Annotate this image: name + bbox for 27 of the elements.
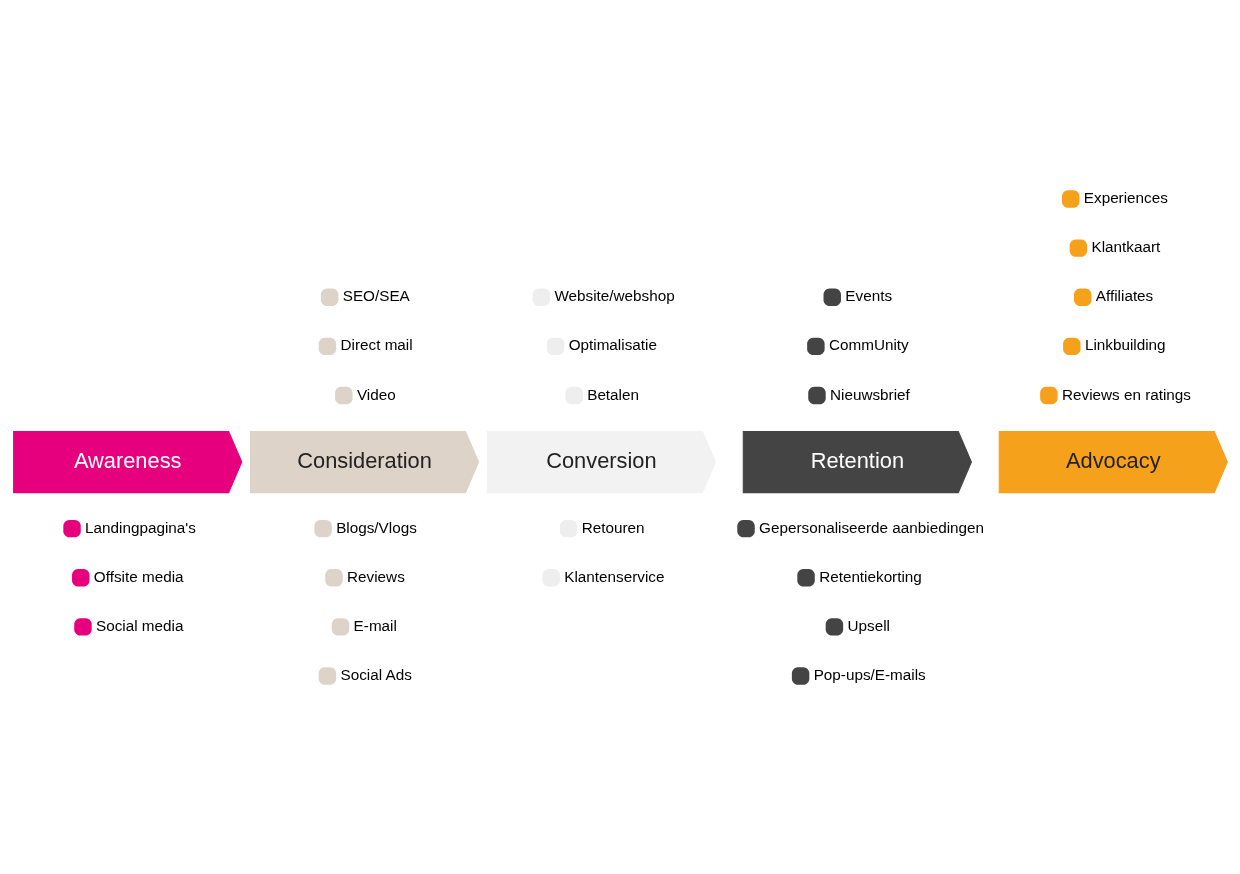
node-label: Direct mail xyxy=(340,335,413,353)
node-label: CommUnity xyxy=(828,335,909,353)
node-label: Pop-ups/E-mails xyxy=(813,665,926,683)
node-label: Events xyxy=(844,286,892,304)
node-label: Retouren xyxy=(581,518,645,536)
node-label: Klantkaart xyxy=(1090,237,1160,255)
node-label: Gepersonaliseerde aanbiedingen xyxy=(758,518,984,536)
node-label: Nieuwsbrief xyxy=(829,385,910,403)
node-label: Website/webshop xyxy=(553,286,675,304)
node-label: Affiliates xyxy=(1095,286,1153,304)
node-label: Social media xyxy=(95,616,183,634)
node-label: Optimalisatie xyxy=(568,335,657,353)
node-label: Betalen xyxy=(586,385,639,403)
node-label: Linkbuilding xyxy=(1084,335,1166,353)
node-label: Upsell xyxy=(847,616,890,634)
node-label: Retentiekorting xyxy=(818,567,922,585)
node-label: E-mail xyxy=(353,616,397,634)
node-label: Offsite media xyxy=(93,567,184,585)
node-label: SEO/SEA xyxy=(342,286,410,304)
node-label: Blogs/Vlogs xyxy=(335,518,417,536)
node-label: Landingpagina's xyxy=(84,518,196,536)
node-label: Reviews xyxy=(346,567,405,585)
node-label: Video xyxy=(356,385,396,403)
node-label: Reviews en ratings xyxy=(1061,385,1191,403)
node-label: Klantenservice xyxy=(563,567,664,585)
node-label: Experiences xyxy=(1083,188,1168,206)
node-label: Social Ads xyxy=(340,665,412,683)
